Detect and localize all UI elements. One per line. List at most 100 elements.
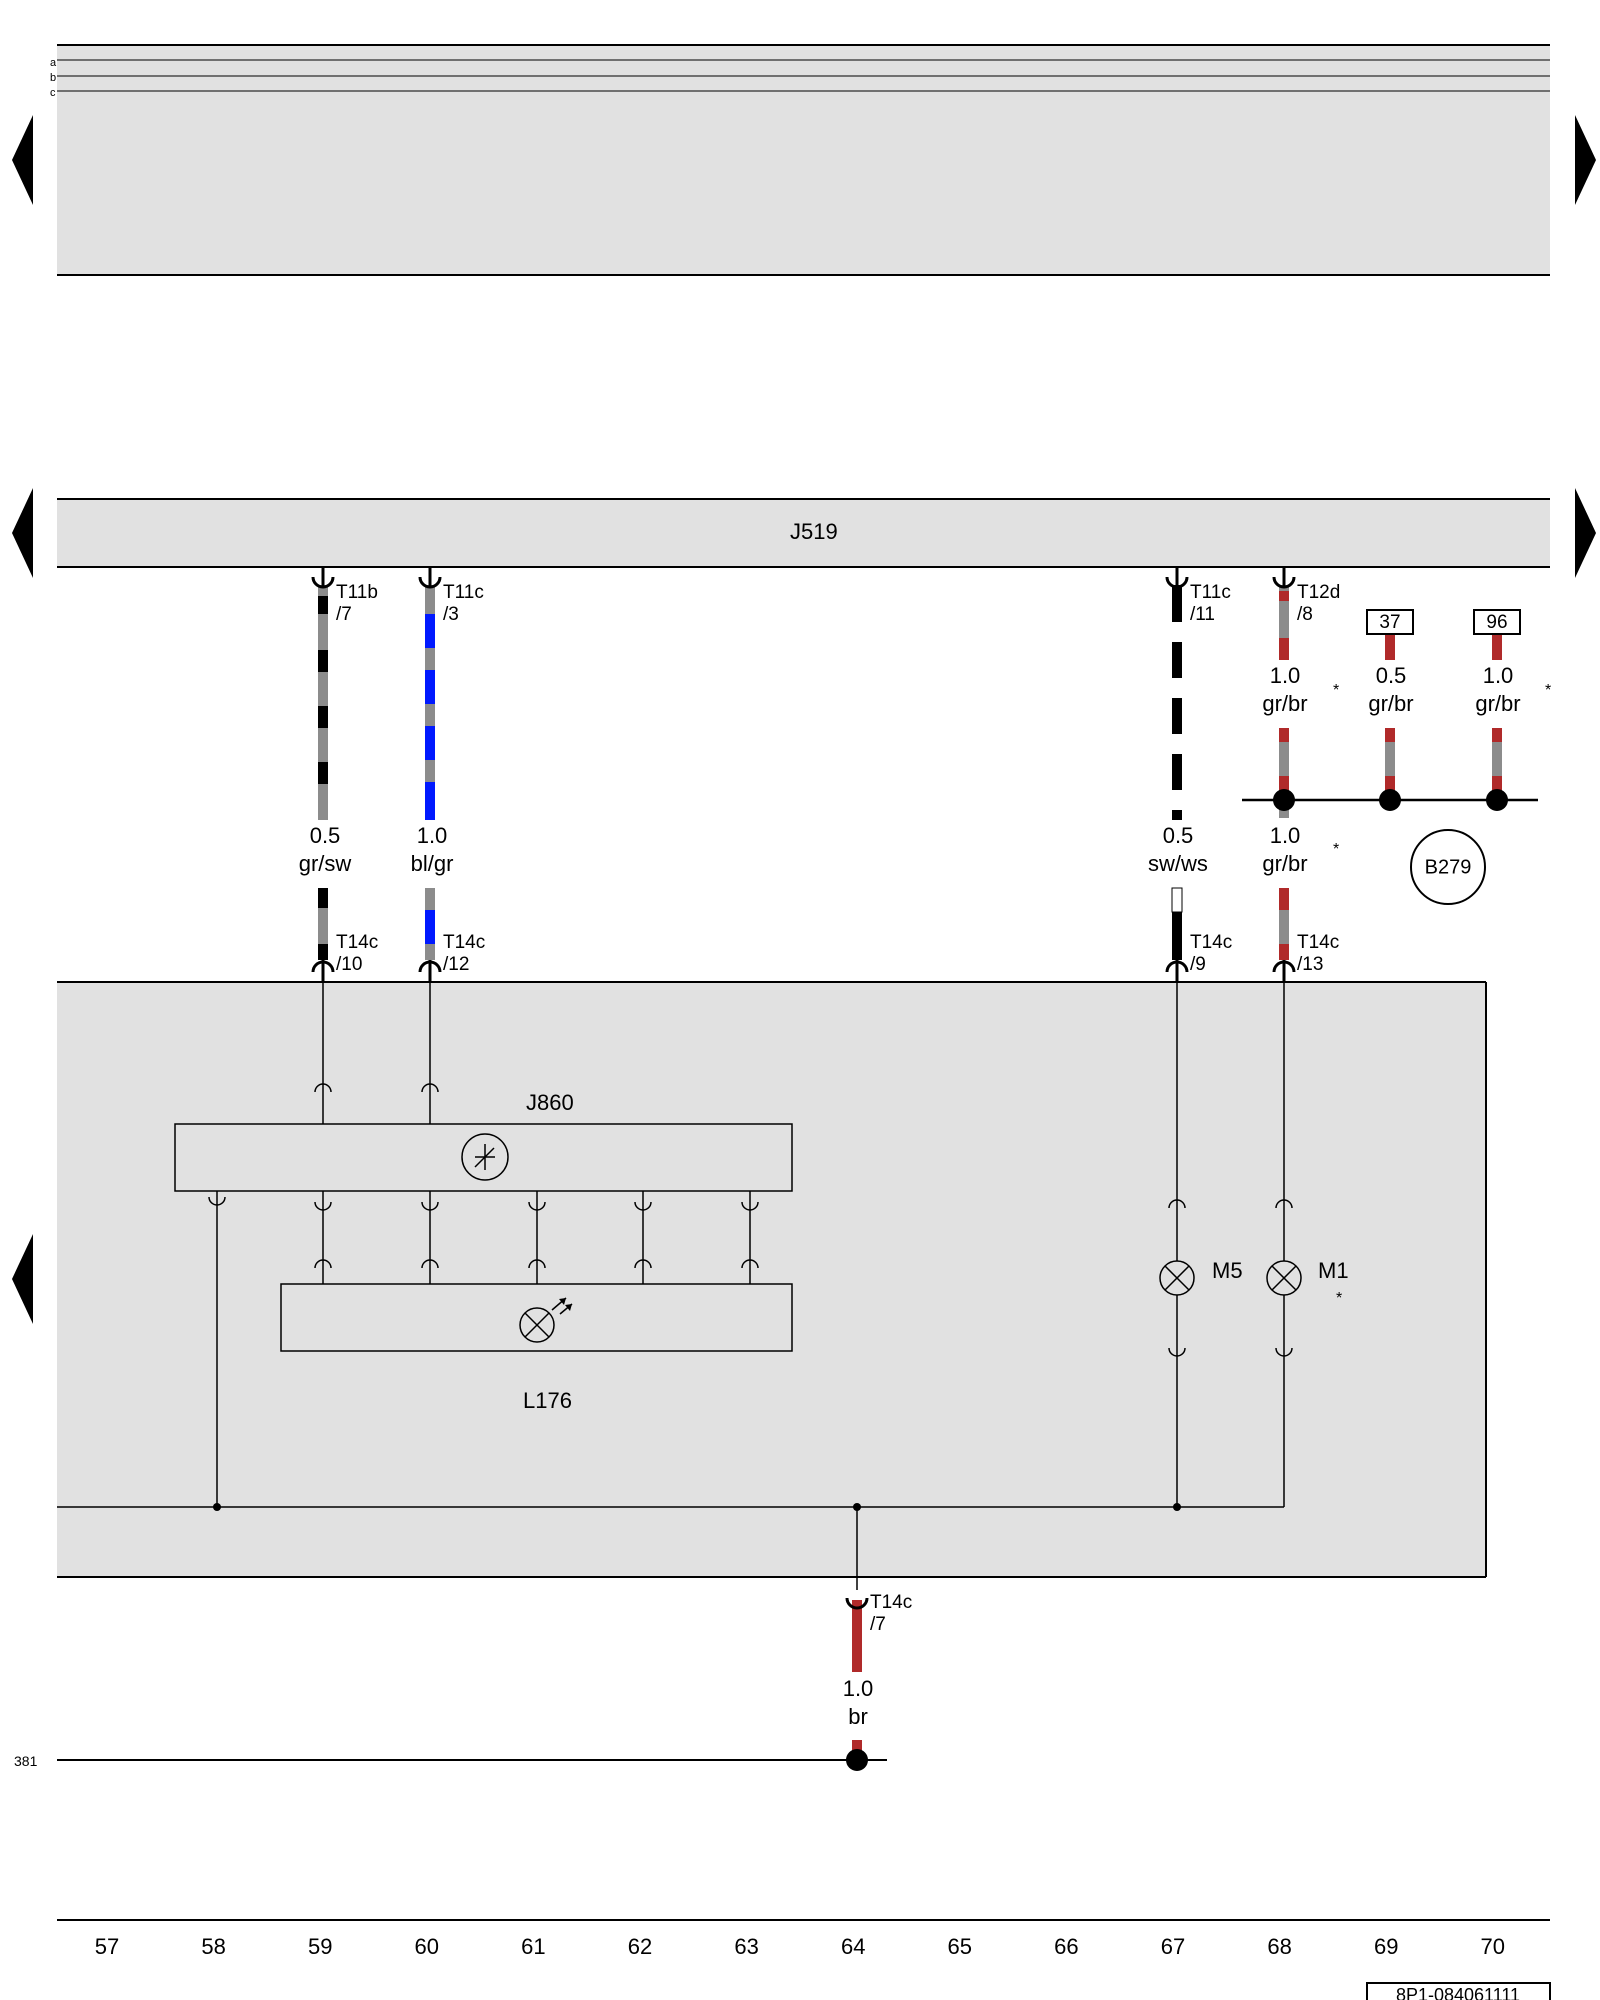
next-page-arrow-top[interactable] [1575, 115, 1596, 205]
next-page-arrow-mid[interactable] [1575, 488, 1596, 578]
wire-4-size: 1.0 [1270, 663, 1301, 688]
connector-cups [311, 567, 1296, 1610]
wire-1-color: bl/gr [411, 851, 454, 876]
wire-5-size: 0.5 [1376, 663, 1407, 688]
wire-3-color: gr/br [1262, 851, 1307, 876]
track-numbers: 57 58 59 60 61 62 63 64 65 66 67 68 69 70 [95, 1934, 1505, 1959]
ground-ref-label: 381 [14, 1753, 38, 1769]
l176-label: L176 [523, 1388, 572, 1413]
ref-box-96-label: 96 [1486, 612, 1507, 633]
top-panel: a b c [50, 44, 1550, 276]
m5-bulb: M5 [1159, 1258, 1243, 1296]
conn-t14c-12-id: T14c [443, 932, 485, 953]
internal-wiring [57, 972, 1285, 1590]
prev-page-arrow-mid[interactable] [12, 488, 33, 578]
track-number: 57 [95, 1934, 119, 1959]
conn-t14c-13-pin: /13 [1297, 954, 1323, 975]
ground-line: 381 [14, 1749, 887, 1771]
wire-4-color: gr/br [1262, 691, 1307, 716]
ref-box-37[interactable]: 37 [1366, 609, 1414, 635]
wire-5-color: gr/br [1368, 691, 1413, 716]
lamp-icon [519, 1307, 555, 1343]
conn-t14c-13-id: T14c [1297, 932, 1339, 953]
m1-star: * [1336, 1290, 1342, 1307]
wire-labels: 0.5 gr/sw 1.0 bl/gr 0.5 sw/ws 1.0 gr/br … [299, 663, 1521, 1729]
conn-t14c-7-pin: /7 [870, 1614, 886, 1635]
wire-gr-br-top [1279, 585, 1289, 960]
track-number: 69 [1374, 1934, 1398, 1959]
conn-t12d-id: T12d [1297, 582, 1340, 603]
j860-label: J860 [526, 1090, 574, 1115]
j519-module: J519 [57, 498, 1550, 568]
connector-labels: T11b /7 T11c /3 T11c /11 T12d /8 T14c /1… [336, 582, 1340, 1635]
wire-bl-gr [425, 585, 435, 960]
track-number: 63 [734, 1934, 758, 1959]
track-number: 60 [415, 1934, 439, 1959]
wire-gr-br-96 [1492, 634, 1502, 798]
wire-gr-br-37 [1385, 634, 1395, 798]
l176-box: L176 [280, 1283, 793, 1413]
conn-t14c-12-pin: /12 [443, 954, 469, 975]
wire-2-size: 0.5 [1163, 823, 1194, 848]
conn-t11c-3-pin: /3 [443, 604, 459, 625]
m1-label: M1 [1318, 1258, 1349, 1283]
wire-gr-sw [318, 585, 328, 960]
star-3: * [1333, 841, 1339, 858]
diagram-id-label: 8P1-084061111 [1396, 1985, 1520, 2000]
wire-0-color: gr/sw [299, 851, 352, 876]
track-number: 64 [841, 1934, 865, 1959]
conn-t14c-9-id: T14c [1190, 932, 1232, 953]
j519-label: J519 [790, 519, 838, 544]
wire-sw-ws [1171, 585, 1183, 960]
conn-t11c-3-id: T11c [443, 582, 484, 603]
wire-0-size: 0.5 [310, 823, 341, 848]
track-number: 62 [628, 1934, 652, 1959]
conn-t14c-7-id: T14c [870, 1592, 912, 1613]
lower-panel [57, 981, 1487, 1578]
conn-t14c-9-pin: /9 [1190, 954, 1206, 975]
conn-t14c-10-id: T14c [336, 932, 378, 953]
b279-circle [1410, 829, 1486, 905]
track-number: 65 [948, 1934, 972, 1959]
wire-6-color: gr/br [1475, 691, 1520, 716]
conn-t11b-id: T11b [336, 582, 378, 603]
asterisks: * * * [1333, 682, 1551, 858]
conn-t11c-11-pin: /11 [1190, 604, 1215, 625]
wire-3-size: 1.0 [1270, 823, 1301, 848]
rail-label-a: a [50, 57, 57, 69]
rail-label-b: b [50, 72, 56, 84]
conn-t11b-pin: /7 [336, 604, 352, 625]
contact-arcs [208, 1083, 1293, 1357]
diagram-id-box: 8P1-084061111 [1366, 1982, 1551, 2000]
m5-label: M5 [1212, 1258, 1243, 1283]
wire-7-color: br [848, 1704, 868, 1729]
b279-label: B279 [1425, 856, 1472, 878]
track-number: 61 [521, 1934, 545, 1959]
m1-bulb: M1 * [1266, 1258, 1349, 1307]
star-1: * [1333, 682, 1339, 699]
j860-symbol-icon [461, 1133, 509, 1181]
track-number: 67 [1161, 1934, 1185, 1959]
track-number: 59 [308, 1934, 332, 1959]
wire-1-size: 1.0 [417, 823, 448, 848]
track-number: 70 [1481, 1934, 1505, 1959]
wire-7-size: 1.0 [843, 1676, 874, 1701]
track-number: 68 [1267, 1934, 1291, 1959]
b279-splice: B279 [1242, 789, 1538, 905]
track-number: 66 [1054, 1934, 1078, 1959]
prev-page-arrow-top[interactable] [12, 115, 33, 205]
conn-t11c-11-id: T11c [1190, 582, 1231, 603]
conn-t12d-pin: /8 [1297, 604, 1313, 625]
rail-label-c: c [50, 87, 56, 99]
prev-page-arrow-low[interactable] [12, 1234, 33, 1324]
wire-2-color: sw/ws [1148, 851, 1208, 876]
wire-6-size: 1.0 [1483, 663, 1514, 688]
j860-box: J860 [174, 1090, 793, 1192]
ref-box-37-label: 37 [1379, 612, 1400, 633]
track-number: 58 [201, 1934, 225, 1959]
splice-dots [213, 1503, 1181, 1511]
conn-t14c-10-pin: /10 [336, 954, 362, 975]
star-2: * [1545, 682, 1551, 699]
ref-box-96[interactable]: 96 [1473, 609, 1521, 635]
